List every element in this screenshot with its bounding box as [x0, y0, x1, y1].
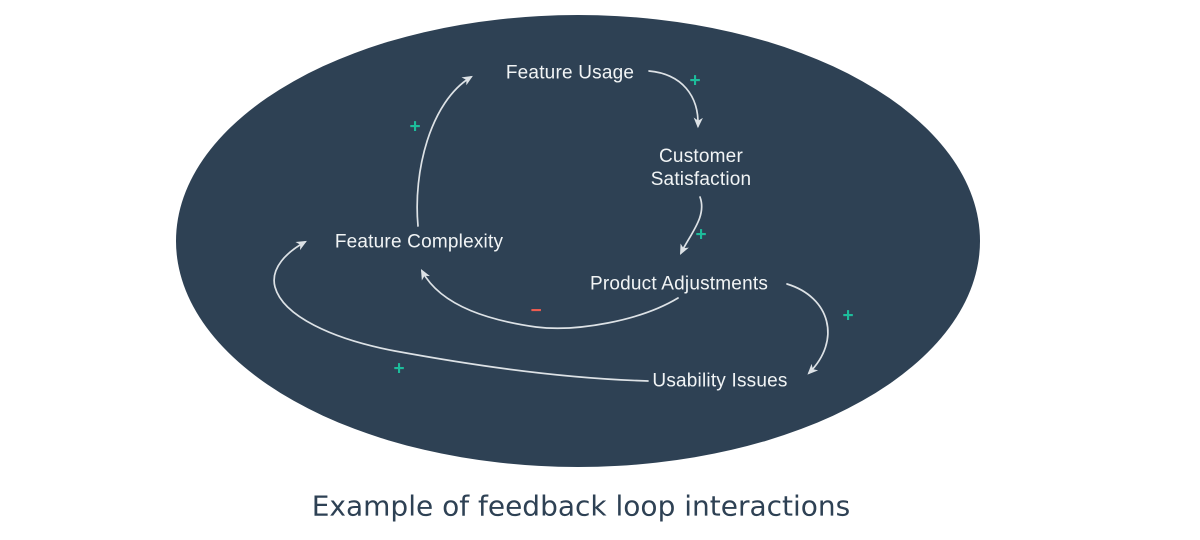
node-product-adjustments: Product Adjustments: [589, 273, 769, 295]
node-customer-satisfaction: Customer Satisfaction: [650, 146, 752, 190]
node-usability-issues: Usability Issues: [652, 370, 788, 392]
edge-feature-usage-to-customer-satisfaction: [648, 70, 703, 129]
edge-product-adjustments-to-feature-complexity: [420, 269, 679, 330]
edge-usability-issues-to-feature-complexity: [273, 240, 649, 382]
node-feature-usage: Feature Usage: [505, 62, 635, 84]
edge-customer-satisfaction-to-product-adjustments: [680, 196, 703, 255]
polarity-sign-satisfaction-adjustments: +: [695, 224, 707, 246]
edge-feature-complexity-to-feature-usage: [416, 75, 473, 227]
polarity-sign-adjustments-usability: +: [842, 305, 854, 327]
diagram-caption: Example of feedback loop interactions: [311, 489, 851, 523]
polarity-sign-adjustments-complexity: −: [530, 300, 542, 322]
polarity-sign-complexity-usage: +: [409, 116, 421, 138]
node-feature-complexity: Feature Complexity: [334, 231, 504, 253]
polarity-sign-usage-satisfaction: +: [689, 70, 701, 92]
polarity-sign-usability-complexity: +: [393, 358, 405, 380]
background-ellipse: [176, 15, 980, 467]
edge-product-adjustments-to-usability-issues: [786, 283, 829, 375]
